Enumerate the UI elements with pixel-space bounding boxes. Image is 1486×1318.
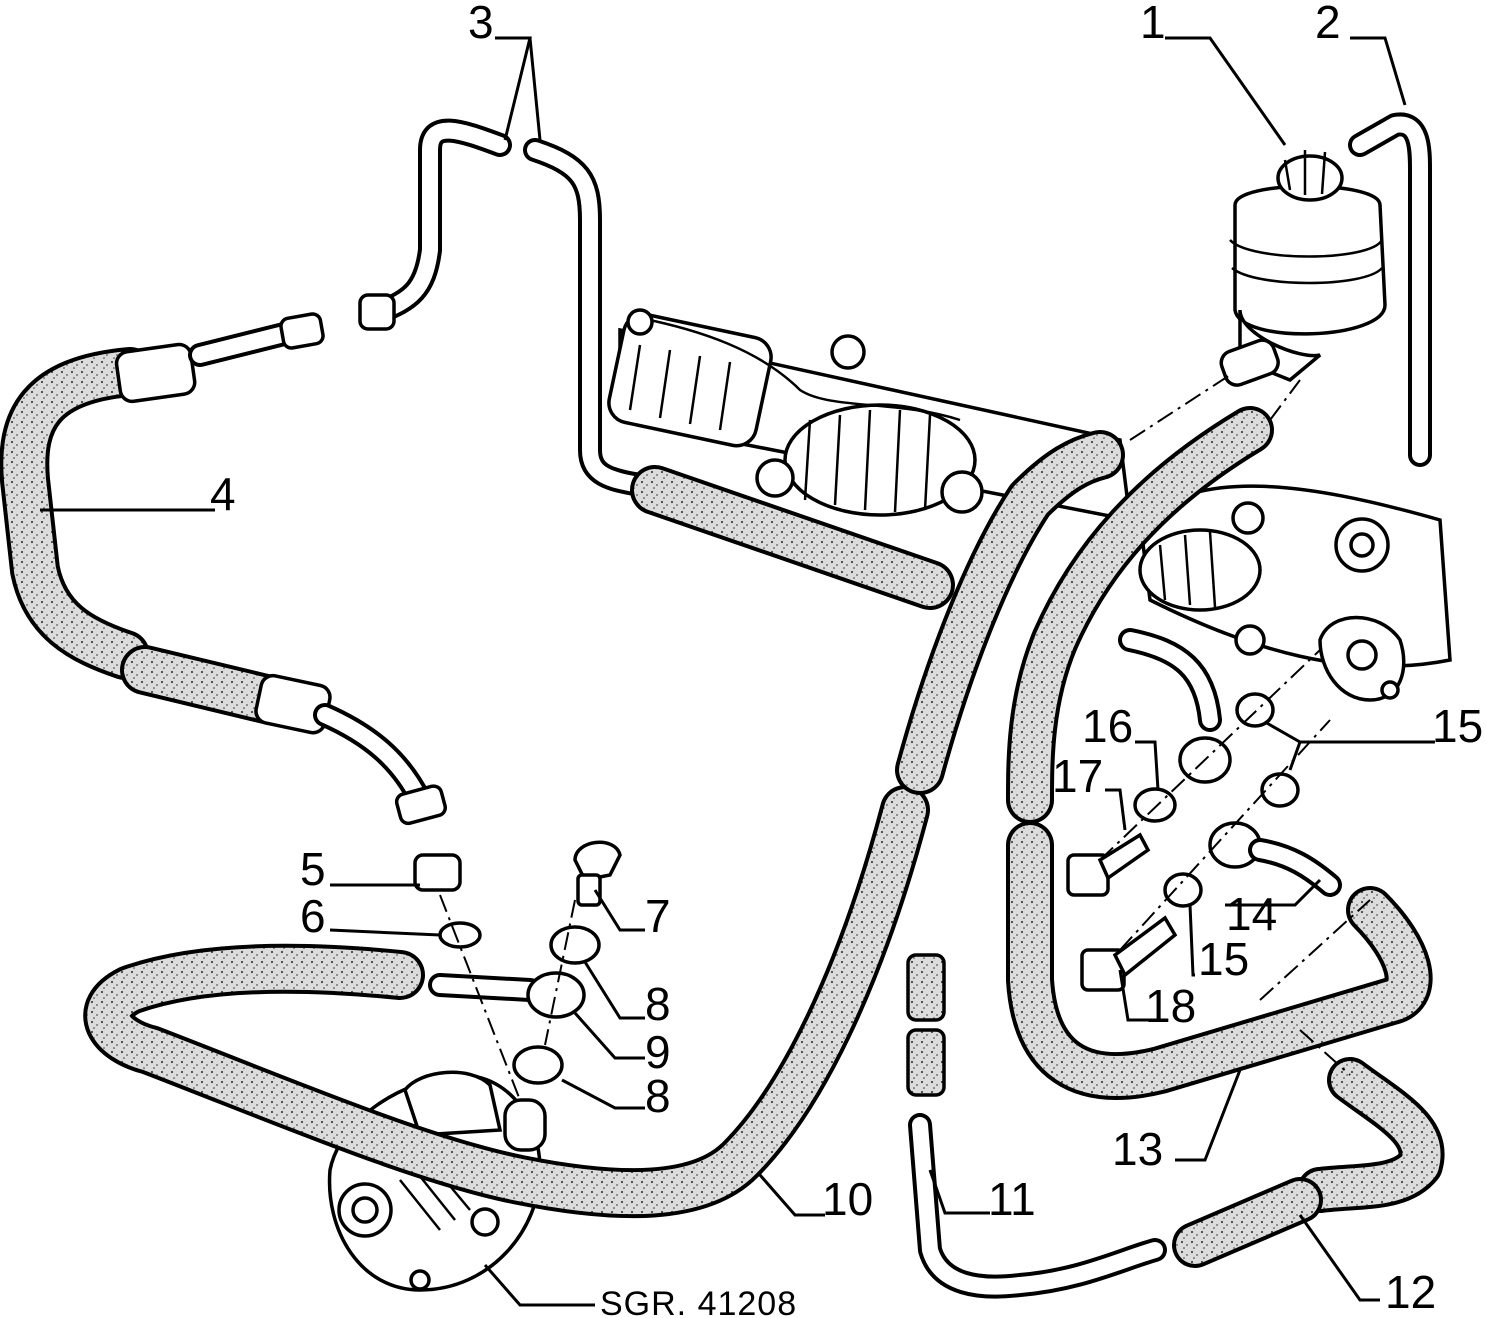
- callout-18: 18: [1145, 980, 1196, 1032]
- hose-2: [1348, 112, 1432, 467]
- hose-10: [83, 430, 1125, 1219]
- hose-12: [1172, 1057, 1445, 1268]
- callout-10: 10: [822, 1173, 873, 1225]
- washer-15b: [1260, 772, 1300, 808]
- callout-8-top: 8: [645, 978, 671, 1030]
- hose-4: [0, 293, 448, 826]
- callout-16: 16: [1082, 700, 1133, 752]
- callout-3: 3: [468, 0, 494, 48]
- fittings: [413, 628, 1342, 1085]
- callout-12: 12: [1385, 1266, 1436, 1318]
- bolt-7: [573, 840, 622, 882]
- callout-11: 11: [988, 1173, 1036, 1225]
- callout-14: 14: [1226, 888, 1277, 940]
- callout-7: 7: [645, 890, 671, 942]
- callout-6: 6: [300, 890, 326, 942]
- callout-5: 5: [300, 843, 326, 895]
- tube-11: [906, 953, 1167, 1299]
- callouts: 1 2 3 4 5 6 7 8 8 9 10 11 12 13 14 15 15…: [210, 0, 1483, 1318]
- washer-8-bottom: [512, 1045, 564, 1085]
- pipe-3: [368, 118, 652, 497]
- callout-15-right: 15: [1432, 700, 1483, 752]
- washer-15a: [1235, 692, 1275, 728]
- callout-9: 9: [645, 1026, 671, 1078]
- drawing-code: SGR. 41208: [600, 1285, 797, 1318]
- fluid-reservoir: [1219, 150, 1387, 387]
- washer-16: [1133, 787, 1177, 823]
- callout-4: 4: [210, 468, 236, 520]
- callout-17: 17: [1052, 750, 1103, 802]
- assembly-axes: [439, 374, 1371, 1101]
- callout-1: 1: [1140, 0, 1166, 48]
- washer-8-top: [549, 925, 601, 965]
- callout-13: 13: [1112, 1123, 1163, 1175]
- union-5: [413, 853, 462, 892]
- callout-8-bottom: 8: [645, 1070, 671, 1122]
- banjo-9: [526, 971, 586, 1019]
- washer-15c: [1163, 872, 1203, 908]
- steering-rack-assembly: [607, 308, 1452, 702]
- hose-13: [1006, 406, 1433, 1100]
- callout-15-lower: 15: [1198, 933, 1249, 985]
- washer-6: [438, 921, 482, 949]
- callout-2: 2: [1315, 0, 1341, 48]
- leader-lines: [40, 36, 1435, 1307]
